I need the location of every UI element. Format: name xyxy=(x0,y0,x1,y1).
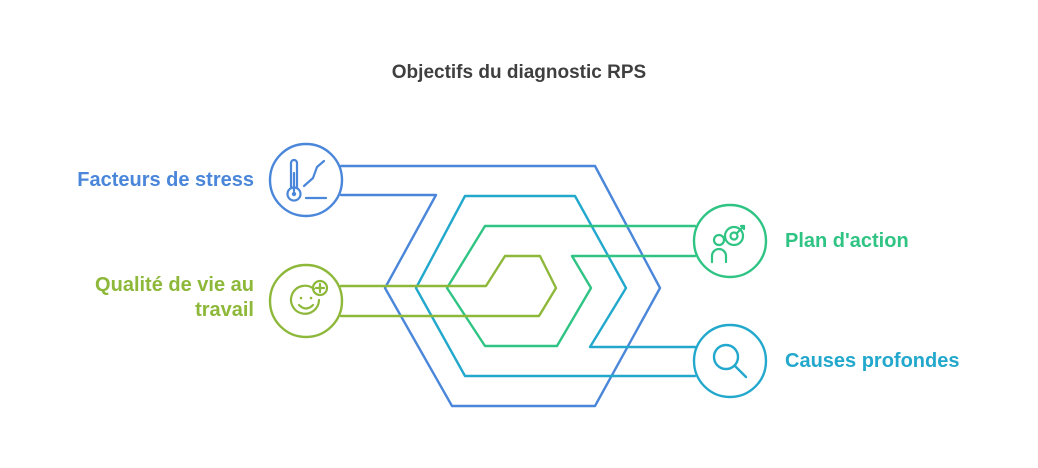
path-qualite-de-vie xyxy=(339,254,558,318)
smiley-plus-icon xyxy=(289,279,329,315)
label-facteurs-de-stress: Facteurs de stress xyxy=(77,169,254,191)
target-person-icon xyxy=(710,224,746,264)
thermometer-icon xyxy=(286,158,328,202)
node-qualite-de-vie xyxy=(268,263,344,339)
path-facteurs-de-stress xyxy=(339,164,662,408)
label-plan-d-action: Plan d'action xyxy=(785,230,909,252)
label-qualite-de-vie-au-travail: Qualité de vie au travail xyxy=(20,273,254,323)
path-causes-profondes xyxy=(414,194,697,378)
magnifier-icon xyxy=(712,343,748,379)
node-plan-d-action xyxy=(692,203,768,279)
node-causes-profondes xyxy=(692,323,768,399)
label-causes-profondes: Causes profondes xyxy=(785,350,960,372)
path-plan-d-action xyxy=(445,224,697,348)
diagram-title: Objectifs du diagnostic RPS xyxy=(391,62,647,83)
label-qualite-line1: Qualité de vie au xyxy=(95,274,254,296)
node-facteurs-de-stress xyxy=(268,142,344,218)
label-qualite-line2: travail xyxy=(195,299,254,321)
